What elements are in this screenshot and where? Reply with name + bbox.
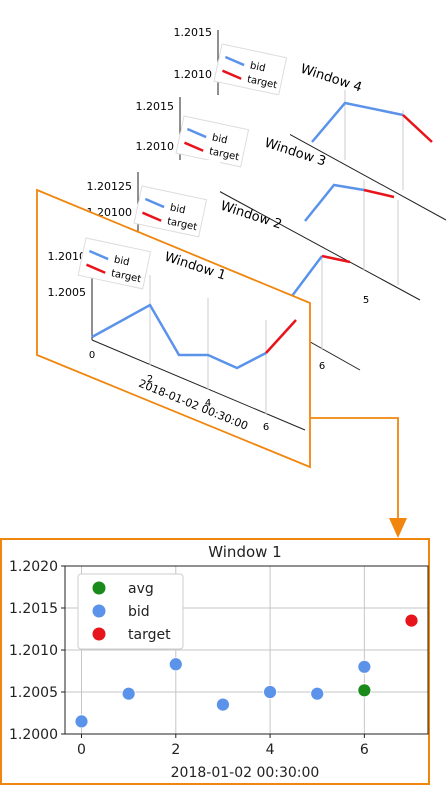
legend-label-bid: bid [169, 202, 186, 216]
x-tick-label: 4 [266, 742, 275, 758]
window-3-ytick: 1.2010 [136, 140, 175, 153]
window-2-xtick: 6 [319, 361, 325, 372]
data-point-bid [121, 686, 136, 701]
window-2-bid-line [291, 255, 323, 297]
window-1-ytick: 1.2010 [48, 250, 87, 263]
data-point-bid [310, 686, 325, 701]
y-tick-label: 1.2005 [9, 685, 58, 701]
window-1-xtick: 4 [205, 398, 211, 409]
connector-arrowhead [389, 518, 407, 538]
window-4-legend: bid target [213, 43, 288, 96]
x-tick-label: 0 [77, 742, 86, 758]
x-axis-label: 2018-01-02 00:30:00 [171, 765, 320, 781]
window-2-legend: bid target [133, 185, 208, 238]
legend-swatch-target [221, 69, 242, 80]
window-2-ytick: 1.20125 [87, 180, 133, 193]
window-1-xtick: 0 [89, 350, 95, 361]
window-3-bid-line [304, 183, 365, 222]
x-axis-ticks: 0 2 4 6 [77, 734, 369, 758]
legend-marker-target [92, 627, 106, 641]
chart-legend: avg bid target [77, 573, 184, 650]
legend-swatch-target [85, 263, 106, 274]
legend-swatch-target [183, 141, 204, 152]
legend-swatch-bid [224, 55, 245, 67]
legend-label-avg: avg [128, 581, 154, 597]
chart-title: Window 1 [208, 543, 281, 561]
window-4-bid-line [311, 101, 404, 143]
legend-label-bid: bid [128, 604, 150, 620]
window-3-legend: bid target [175, 115, 250, 168]
data-point-bid [263, 685, 277, 699]
window-1-ytick: 1.2005 [48, 286, 87, 299]
y-tick-label: 1.2000 [9, 727, 58, 743]
y-tick-label: 1.2015 [9, 601, 58, 617]
data-point-bid [216, 697, 230, 712]
x-tick-label: 6 [360, 742, 369, 758]
x-tick-label: 2 [171, 742, 180, 758]
legend-marker-avg [92, 581, 106, 595]
window-3-target-line [363, 188, 395, 199]
window-1-x-axis [91, 339, 306, 431]
y-axis-ticks: 1.2000 1.2005 1.2010 1.2015 1.2020 [9, 559, 65, 743]
window-1-bid-line [91, 303, 267, 370]
detail-chart-frame [0, 538, 430, 785]
legend-swatch-bid [186, 127, 207, 139]
window-4-target-line [402, 114, 433, 143]
stacked-windows-illustration: 1.2015 1.2010 Window 4 bid target 1.2015… [36, 26, 446, 520]
data-point-bid [74, 714, 89, 729]
y-tick-label: 1.2010 [9, 643, 58, 659]
data-point-bid [168, 657, 183, 672]
window-2-target-line [321, 254, 351, 264]
window-1-xtick: 2 [147, 374, 153, 385]
window-3-ytick: 1.2015 [136, 100, 175, 113]
window-1-xtick: 6 [263, 422, 269, 433]
legend-label-bid: bid [211, 132, 228, 146]
legend-swatch-bid [88, 249, 109, 261]
data-point-avg [357, 683, 372, 698]
legend-swatch-target [141, 211, 162, 222]
window-3-xtick: 5 [363, 295, 369, 306]
window-1-legend: bid target [77, 237, 152, 290]
legend-marker-bid [92, 604, 106, 618]
data-point-target [404, 613, 419, 628]
legend-label-target: target [128, 627, 171, 643]
legend-label-bid: bid [249, 60, 266, 74]
connector-line [310, 417, 399, 520]
window-4-ytick: 1.2015 [174, 26, 213, 39]
y-tick-label: 1.2020 [9, 559, 58, 575]
data-point-bid [357, 659, 372, 674]
window-4-panel: 1.2015 1.2010 Window 4 bid target [174, 26, 446, 221]
window-3-panel: 1.2015 1.2010 Window 3 5 bid target [136, 95, 421, 306]
legend-label-bid: bid [113, 254, 130, 268]
window-4-ytick: 1.2010 [174, 68, 213, 81]
window-2-panel: 1.20125 1.20100 Window 2 6 bid target [80, 160, 361, 372]
legend-swatch-bid [144, 197, 165, 209]
window-1-target-line [265, 319, 297, 354]
data-points [74, 613, 419, 729]
